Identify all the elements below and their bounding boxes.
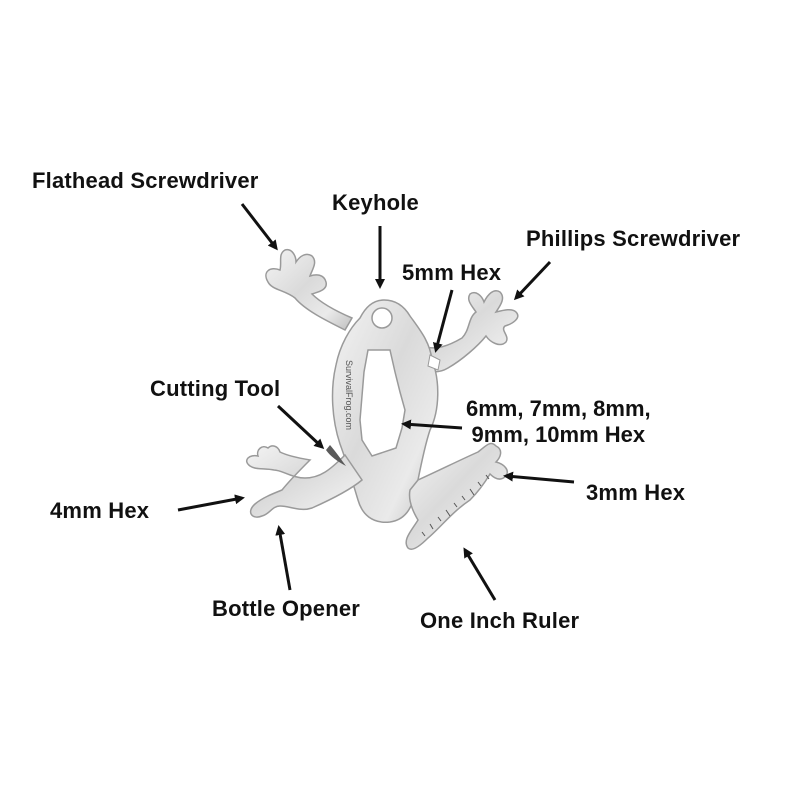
cutting-tool-notch: [326, 445, 346, 466]
frog-lower-right-leg: [405, 442, 508, 550]
label-flathead-screwdriver: Flathead Screwdriver: [32, 168, 259, 193]
label-cutting-tool: Cutting Tool: [150, 376, 281, 401]
label-one-inch-ruler: One Inch Ruler: [420, 608, 580, 633]
frog-engraving: SurvivalFrog.com: [344, 360, 354, 430]
arrow-flathead: [240, 203, 278, 251]
arrow-bottle: [275, 525, 292, 591]
arrow-hex-multi: [401, 419, 463, 430]
label-hex-multi-line1: 6mm, 7mm, 8mm,: [466, 396, 651, 421]
label-hex-multi: 6mm, 7mm, 8mm, 9mm, 10mm Hex: [466, 396, 651, 448]
arrow-hex5: [432, 289, 454, 353]
arrow-cutting: [276, 404, 325, 450]
frog-upper-left-arm: [265, 248, 354, 331]
arrow-hex4: [177, 494, 245, 512]
hex5-notch: [427, 354, 441, 371]
label-5mm-hex: 5mm Hex: [402, 260, 502, 285]
arrow-phillips: [513, 260, 552, 301]
label-hex-multi-line2: 9mm, 10mm Hex: [471, 422, 646, 447]
keyhole-opening: [371, 307, 393, 329]
ruler-ticks: [421, 474, 490, 537]
arrow-hex3: [503, 471, 575, 484]
label-4mm-hex: 4mm Hex: [50, 498, 150, 523]
label-phillips-screwdriver: Phillips Screwdriver: [526, 226, 741, 251]
arrow-ruler: [463, 547, 497, 601]
label-keyhole: Keyhole: [332, 190, 419, 215]
label-3mm-hex: 3mm Hex: [586, 480, 686, 505]
label-bottle-opener: Bottle Opener: [212, 596, 361, 621]
hex-wrench-opening: [359, 349, 406, 457]
callout-arrows: [177, 203, 575, 601]
frog-lower-left-leg: [246, 445, 364, 518]
frog-upper-right-arm: [419, 290, 519, 373]
